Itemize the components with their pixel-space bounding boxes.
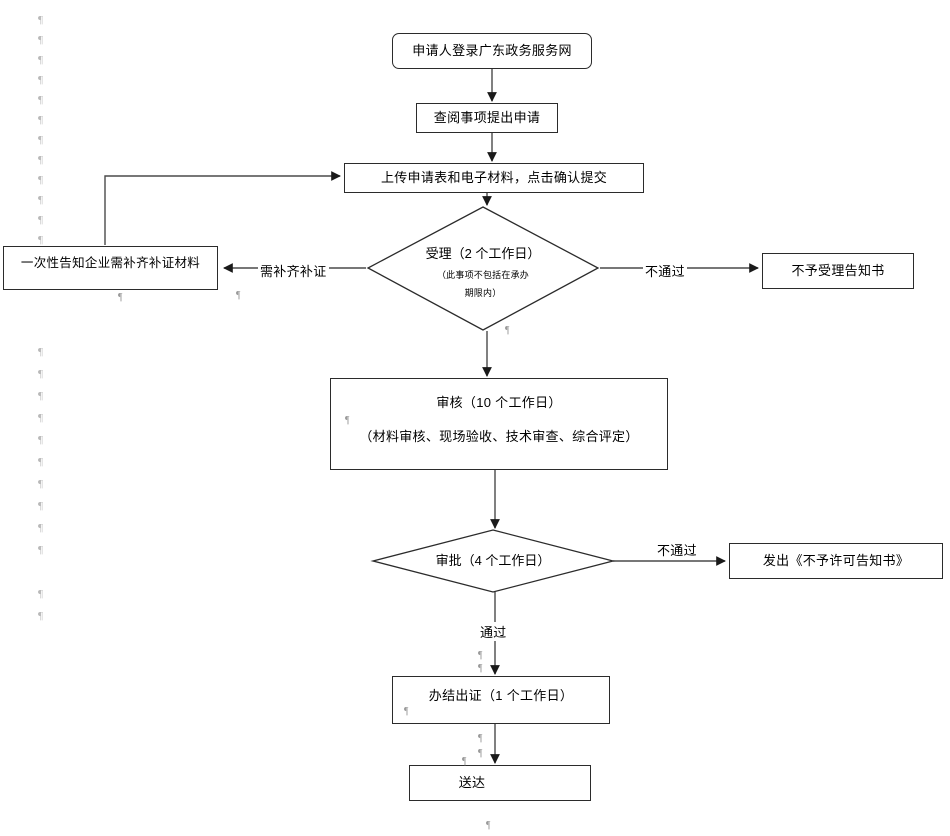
node-no-permit-notice[interactable]: 发出《不予许可告知书》: [729, 543, 943, 579]
paragraph-mark: ¶: [486, 820, 491, 831]
edge-supplement-feedback: [104, 171, 341, 245]
paragraph-mark: ¶: [38, 588, 43, 600]
paragraph-mark: ¶: [38, 194, 43, 206]
paragraph-mark: ¶: [505, 325, 510, 336]
paragraph-mark: ¶: [38, 34, 43, 46]
paragraph-mark: ¶: [38, 368, 43, 380]
node-accept-decision[interactable]: 受理（2 个工作日） （此事项不包括在承办 期限内）: [368, 207, 598, 330]
node-accept-decision-sublabel-line2: 期限内）: [464, 288, 502, 298]
node-review[interactable]: 审核（10 个工作日） （材料审核、现场验收、技术审查、综合评定）: [330, 378, 668, 470]
paragraph-mark: ¶: [38, 54, 43, 66]
paragraph-mark: ¶: [118, 292, 123, 303]
paragraph-mark: ¶: [462, 756, 467, 767]
paragraph-mark: ¶: [38, 234, 43, 246]
node-upload-materials-label: 上传申请表和电子材料，点击确认提交: [380, 170, 608, 186]
paragraph-mark: ¶: [38, 610, 43, 622]
paragraph-mark: ¶: [236, 290, 241, 301]
node-review-sublabel: （材料审核、现场验收、技术审查、综合评定）: [359, 428, 639, 444]
edge-label-accept-fail: 不通过: [643, 261, 687, 280]
paragraph-mark: ¶: [38, 14, 43, 26]
edge-label-approval-pass: 通过: [478, 622, 509, 641]
paragraph-mark: ¶: [38, 134, 43, 146]
paragraph-mark: ¶: [38, 174, 43, 186]
paragraph-mark: ¶: [38, 434, 43, 446]
node-issue-certificate[interactable]: 办结出证（1 个工作日）: [392, 676, 610, 724]
paragraph-mark: ¶: [345, 415, 350, 426]
node-notify-supplement-label: 一次性告知企业需补齐补证材料: [20, 255, 201, 270]
node-apply-login[interactable]: 申请人登录广东政务服务网: [392, 33, 592, 69]
paragraph-mark: ¶: [38, 522, 43, 534]
node-approval-decision-label: 审批（4 个工作日）: [435, 553, 551, 568]
node-reject-accept-notice-label: 不予受理告知书: [791, 263, 885, 279]
paragraph-mark: ¶: [38, 500, 43, 512]
paragraph-mark: ¶: [38, 478, 43, 490]
paragraph-mark: ¶: [38, 456, 43, 468]
paragraph-mark: ¶: [478, 663, 483, 674]
paragraph-mark: ¶: [478, 748, 483, 759]
paragraph-mark: ¶: [38, 74, 43, 86]
node-review-label: 审核（10 个工作日）: [436, 395, 562, 410]
paragraph-mark: ¶: [478, 733, 483, 744]
paragraph-mark: ¶: [38, 544, 43, 556]
node-deliver[interactable]: 送达: [409, 765, 591, 801]
paragraph-mark: ¶: [478, 650, 483, 661]
node-view-submit-label: 查阅事项提出申请: [433, 110, 541, 126]
node-reject-accept-notice[interactable]: 不予受理告知书: [762, 253, 914, 289]
node-deliver-label: 送达: [458, 775, 486, 791]
paragraph-mark: ¶: [38, 94, 43, 106]
paragraph-mark: ¶: [38, 114, 43, 126]
paragraph-mark: ¶: [404, 706, 409, 717]
paragraph-mark: ¶: [38, 412, 43, 424]
edge-label-need-supplement: 需补齐补证: [258, 261, 329, 280]
node-view-submit[interactable]: 查阅事项提出申请: [416, 103, 558, 133]
node-issue-certificate-label: 办结出证（1 个工作日）: [428, 688, 574, 703]
paragraph-mark: ¶: [38, 390, 43, 402]
node-accept-decision-label: 受理（2 个工作日）: [425, 246, 541, 261]
node-no-permit-notice-label: 发出《不予许可告知书》: [762, 553, 910, 569]
paragraph-mark: ¶: [38, 154, 43, 166]
paragraph-mark: ¶: [38, 214, 43, 226]
node-approval-decision[interactable]: 审批（4 个工作日）: [373, 530, 613, 592]
edge-label-approval-fail: 不通过: [655, 540, 699, 559]
node-notify-supplement[interactable]: 一次性告知企业需补齐补证材料: [3, 246, 218, 290]
paragraph-mark: ¶: [38, 346, 43, 358]
node-upload-materials[interactable]: 上传申请表和电子材料，点击确认提交: [344, 163, 644, 193]
node-accept-decision-sublabel-line1: （此事项不包括在承办: [436, 270, 529, 280]
node-apply-login-label: 申请人登录广东政务服务网: [412, 43, 572, 59]
